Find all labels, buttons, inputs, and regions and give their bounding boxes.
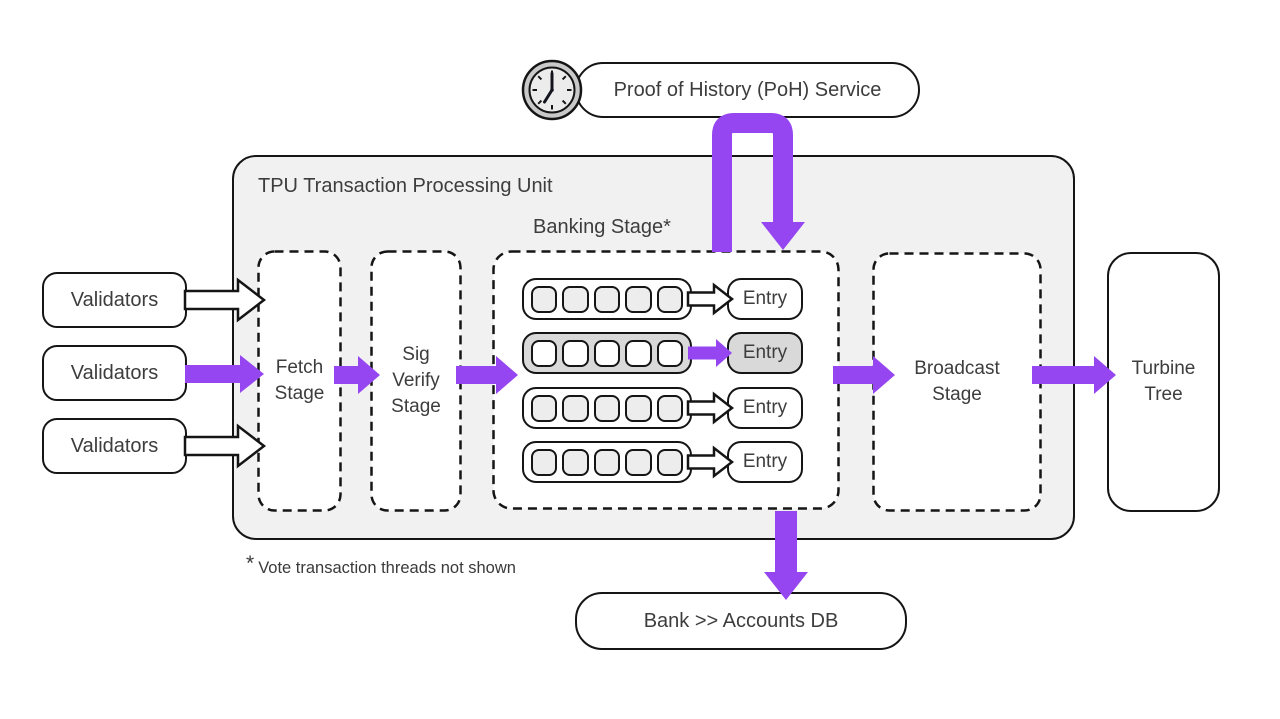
validators-box-2: Validators [42,345,187,401]
transaction-batch-row-highlighted [522,332,692,374]
validators-label: Validators [70,434,159,457]
token-slot [656,285,684,313]
broadcast-stage-box: Broadcast Stage [872,252,1042,512]
token-slot [562,285,589,313]
poh-service-box: Proof of History (PoH) Service [575,62,920,118]
token-slot [625,339,652,367]
transaction-batch-row [522,441,692,483]
token-slot [625,448,652,476]
entry-label: Entry [742,397,788,418]
tpu-title: TPU Transaction Processing Unit [258,175,553,197]
token-slot [656,394,684,422]
transaction-batch-row [522,387,692,429]
validators-box-1: Validators [42,272,187,328]
entry-box-3: Entry [727,387,803,429]
turbine-tree-box: Turbine Tree [1107,252,1220,512]
poh-service-label: Proof of History (PoH) Service [613,78,882,101]
footnote-text: Vote transaction threads not shown [258,559,516,577]
footnote-asterisk: * [246,552,255,575]
entry-box-2: Entry [727,332,803,374]
fetch-stage-label: Fetch Stage [274,356,325,404]
bank-accounts-db-box: Bank >> Accounts DB [575,592,907,650]
sig-verify-stage-box: Sig Verify Stage [370,250,462,512]
validators-box-3: Validators [42,418,187,474]
token-slot [531,285,558,313]
validators-label: Validators [70,361,159,384]
entry-box-4: Entry [727,441,803,483]
footnote: *Vote transaction threads not shown [246,552,516,578]
sig-verify-stage-label: Sig Verify Stage [391,343,441,418]
entry-label: Entry [742,451,788,472]
token-slot [531,339,558,367]
bank-accounts-db-label: Bank >> Accounts DB [643,609,839,632]
entry-label: Entry [742,288,788,309]
token-slot [531,448,558,476]
turbine-tree-label: Turbine Tree [1131,357,1196,405]
token-slot [562,448,589,476]
clock-icon [521,59,583,121]
banking-stage-label: Banking Stage* [533,216,671,238]
token-slot [593,448,621,476]
validators-label: Validators [70,288,159,311]
token-slot [562,394,589,422]
token-slot [531,394,558,422]
token-slot [562,339,589,367]
token-slot [656,448,684,476]
token-slot [656,339,684,367]
token-slot [625,285,652,313]
token-slot [593,394,621,422]
broadcast-stage-label: Broadcast Stage [914,357,1000,405]
transaction-batch-row [522,278,692,320]
token-slot [625,394,652,422]
token-slot [593,285,621,313]
entry-label: Entry [742,342,788,363]
entry-box-1: Entry [727,278,803,320]
fetch-stage-box: Fetch Stage [257,250,342,512]
token-slot [593,339,621,367]
